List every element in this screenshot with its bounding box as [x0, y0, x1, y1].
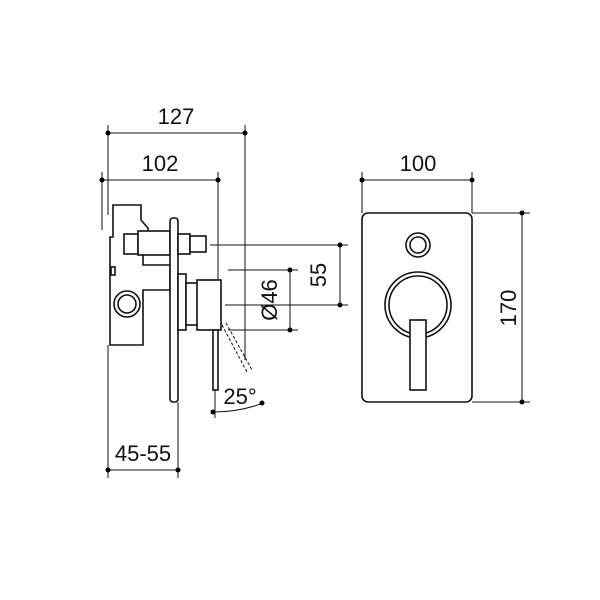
diverter-collar [177, 233, 191, 255]
dim-overall-depth: 127 [158, 104, 195, 129]
lever-rotated-ghost [221, 322, 253, 373]
dim-handle-diameter: Ø46 [257, 279, 282, 321]
lever-front [409, 319, 427, 391]
diverter-stem [137, 230, 171, 256]
outlet-port-inner [117, 294, 137, 314]
body-notch [110, 266, 116, 276]
dim-plate-width: 100 [400, 151, 437, 176]
diverter-knob-inner [409, 236, 427, 254]
dim-plate-height: 170 [496, 290, 521, 327]
dim-wall-cavity: 45-55 [115, 441, 171, 466]
diverter-stem-base [123, 233, 139, 255]
handle-neck [185, 282, 199, 326]
front-view [361, 212, 473, 403]
valve-body [109, 204, 171, 346]
dim-body-depth: 102 [142, 151, 179, 176]
diverter-knob [189, 235, 207, 253]
wall-plate-side [169, 217, 179, 403]
dim-lever-angle: 25° [223, 384, 256, 409]
dimension-lines [99, 125, 530, 478]
lever-side [212, 329, 219, 391]
side-view [109, 204, 253, 403]
handle-cylinder [196, 279, 222, 331]
dim-outlet-spacing: 55 [306, 263, 331, 287]
handle-flange [177, 273, 187, 331]
